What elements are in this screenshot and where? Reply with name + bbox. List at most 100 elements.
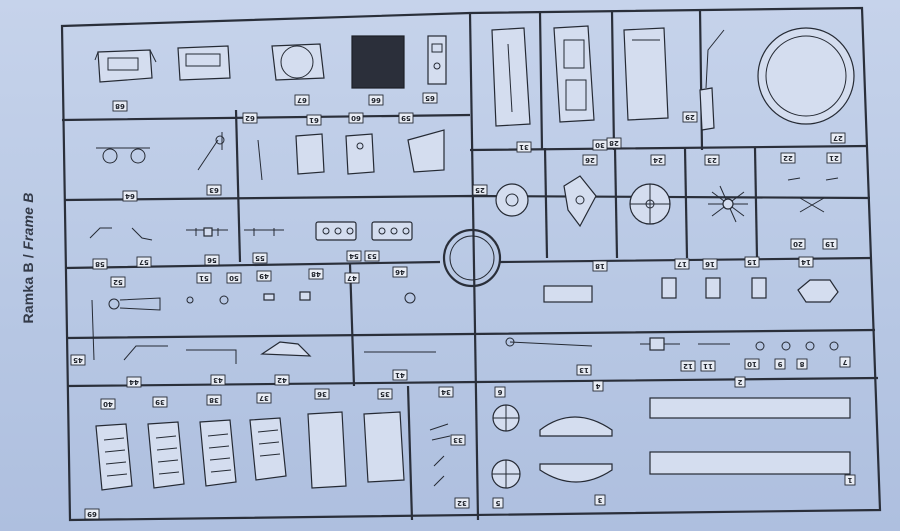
part-number-box-23 <box>704 154 720 166</box>
part-number-label-28: 28 <box>606 137 622 149</box>
part-number-box-33 <box>450 434 466 446</box>
part-number-text-20: 20 <box>793 240 803 248</box>
part-23 <box>708 185 748 223</box>
part-number-label-7: 7 <box>839 356 851 368</box>
part-number-label-27: 27 <box>830 132 846 144</box>
part-number-label-38: 38 <box>206 394 222 406</box>
part-number-box-48 <box>308 268 324 280</box>
part-5 <box>491 459 521 489</box>
part-number-label-3: 3 <box>594 494 606 506</box>
part-number-box-14 <box>798 256 814 268</box>
part-22 <box>787 177 839 213</box>
part-number-text-67: 67 <box>297 96 307 104</box>
part-number-box-63 <box>206 184 222 196</box>
part-number-label-36: 36 <box>314 388 330 400</box>
rail-h4 <box>66 328 876 340</box>
part-number-text-27: 27 <box>833 134 843 142</box>
part-number-label-48: 48 <box>308 268 324 280</box>
part-number-label-50: 50 <box>226 272 242 284</box>
part-68 <box>94 49 157 83</box>
part-number-label-8: 8 <box>796 358 808 370</box>
part-number-box-31 <box>516 141 532 153</box>
part-number-label-40: 40 <box>100 398 116 410</box>
part-number-text-66: 66 <box>371 96 381 104</box>
part-number-label-30: 30 <box>592 139 608 151</box>
part-number-label-56: 56 <box>204 254 220 266</box>
part-number-box-11 <box>700 360 716 372</box>
part-number-text-30: 30 <box>595 141 605 149</box>
part-number-box-52 <box>110 276 126 288</box>
part-number-text-54: 54 <box>349 252 359 260</box>
part-number-text-49: 49 <box>259 272 269 280</box>
part-number-label-33: 33 <box>450 434 466 446</box>
part-number-text-12: 12 <box>683 362 693 370</box>
part-number-box-8 <box>796 358 808 370</box>
part-number-text-22: 22 <box>783 154 793 162</box>
part-number-box-41 <box>392 369 408 381</box>
part-number-box-61 <box>306 114 322 126</box>
part-number-label-59: 59 <box>398 112 414 124</box>
part-number-label-29: 29 <box>682 111 698 123</box>
part-7 <box>829 341 839 351</box>
part-67 <box>271 43 325 81</box>
part-number-labels: 1234567891011121314151617181920212223242… <box>70 92 856 520</box>
part-number-text-6: 6 <box>497 388 502 396</box>
part-43 <box>186 349 237 364</box>
part-number-label-52: 52 <box>110 276 126 288</box>
part-number-text-48: 48 <box>311 270 321 278</box>
part-number-box-58 <box>92 258 108 270</box>
part-number-box-65 <box>422 92 438 104</box>
part-number-box-66 <box>368 94 384 106</box>
part-number-text-24: 24 <box>653 156 663 164</box>
rail-v-r3 <box>683 147 689 259</box>
part-number-text-7: 7 <box>842 358 847 366</box>
part-number-text-62: 62 <box>245 114 255 122</box>
part-46 <box>91 299 95 361</box>
part-30 <box>553 25 595 123</box>
part-number-text-2: 2 <box>737 378 742 386</box>
part-number-label-45: 45 <box>70 354 86 366</box>
part-number-box-26 <box>582 154 598 166</box>
part-number-label-68: 68 <box>112 100 128 112</box>
part-66 <box>177 45 231 81</box>
part-26 <box>563 175 597 228</box>
part-36 <box>307 411 347 489</box>
part-27 <box>757 27 855 125</box>
rail-v-center <box>468 12 480 521</box>
part-number-text-47: 47 <box>347 274 357 282</box>
part-number-box-4 <box>592 380 604 392</box>
part-number-box-43 <box>210 374 226 386</box>
part-number-label-69: 69 <box>84 508 100 520</box>
part-number-box-12 <box>680 360 696 372</box>
part-45 <box>123 345 168 361</box>
part-number-text-29: 29 <box>685 113 695 121</box>
part-number-text-59: 59 <box>401 114 411 122</box>
part-number-text-51: 51 <box>199 274 209 282</box>
part-number-box-47 <box>344 272 360 284</box>
part-number-label-15: 15 <box>744 256 760 268</box>
part-number-box-68 <box>112 100 128 112</box>
part-number-label-14: 14 <box>798 256 814 268</box>
part-number-box-24 <box>650 154 666 166</box>
part-number-box-34 <box>438 386 454 398</box>
part-number-box-60 <box>348 112 364 124</box>
part-number-label-42: 42 <box>274 374 290 386</box>
part-number-box-15 <box>744 256 760 268</box>
part-number-text-3: 3 <box>597 496 602 504</box>
part-number-label-37: 37 <box>256 392 272 404</box>
part-number-text-34: 34 <box>441 388 451 396</box>
part-number-box-64 <box>122 190 138 202</box>
part-2 <box>649 397 851 419</box>
part-number-box-3 <box>594 494 606 506</box>
part-number-label-54: 54 <box>346 250 362 262</box>
part-number-box-32 <box>454 497 470 509</box>
part-number-text-5: 5 <box>495 499 500 507</box>
part-number-text-52: 52 <box>113 278 123 286</box>
part-28 <box>623 27 669 121</box>
part-51 <box>186 296 194 304</box>
part-25 <box>495 183 529 217</box>
part-number-box-19 <box>822 238 838 250</box>
part-62 <box>257 139 263 181</box>
part-number-label-26: 26 <box>582 154 598 166</box>
